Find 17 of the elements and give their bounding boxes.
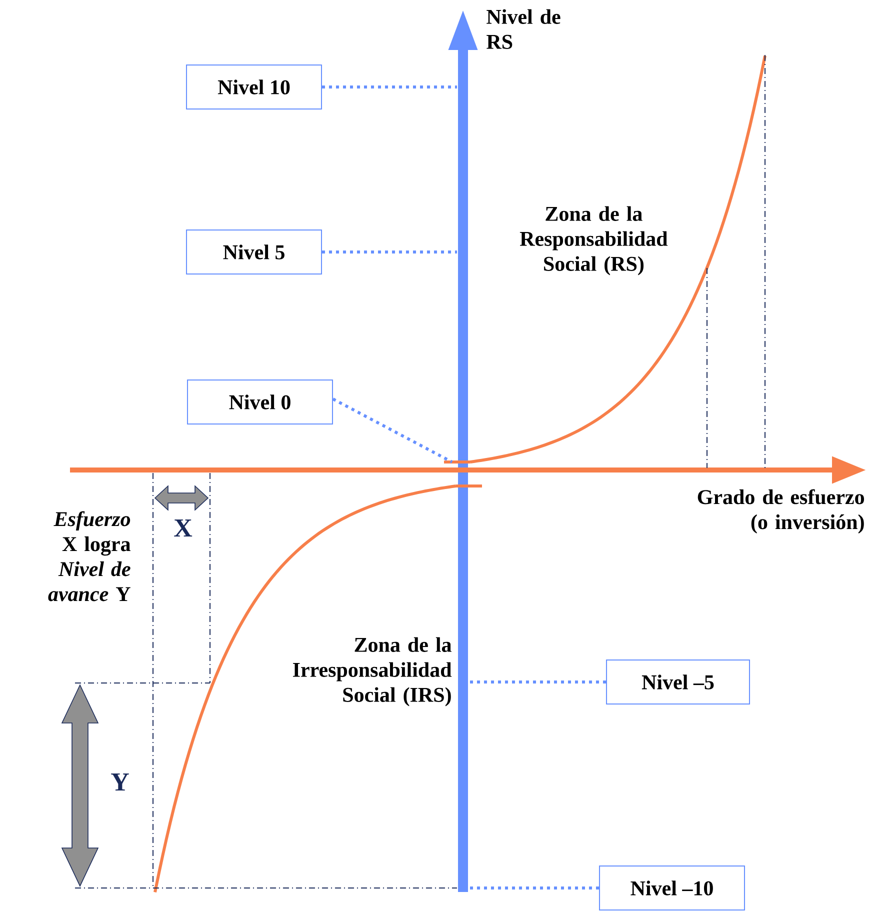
leader-line bbox=[470, 886, 599, 890]
zone-label: Zona de la Responsabilidad Social (RS) bbox=[520, 206, 668, 276]
annotation-text: Esfuerzo X logra Nivel de avance Y bbox=[48, 511, 130, 602]
axis-title: Nivel de RS bbox=[486, 9, 560, 49]
leader-line bbox=[332, 398, 453, 464]
level-box: Nivel 0 bbox=[187, 380, 333, 424]
leader-line bbox=[322, 86, 457, 88]
dimension-label: X bbox=[174, 519, 192, 537]
leader-line bbox=[322, 250, 457, 254]
dimension-label: Y bbox=[111, 774, 129, 791]
zone-label: Zona de la Irresponsabilidad Social (IRS) bbox=[293, 637, 452, 706]
level-box: Nivel 5 bbox=[186, 230, 322, 274]
level-box: Nivel –5 bbox=[606, 660, 750, 704]
level-box: Nivel –10 bbox=[599, 866, 745, 910]
leader-line bbox=[470, 680, 606, 684]
level-box: Nivel 10 bbox=[186, 64, 322, 110]
axis-title: Grado de esfuerzo (o inversión) bbox=[698, 489, 864, 534]
